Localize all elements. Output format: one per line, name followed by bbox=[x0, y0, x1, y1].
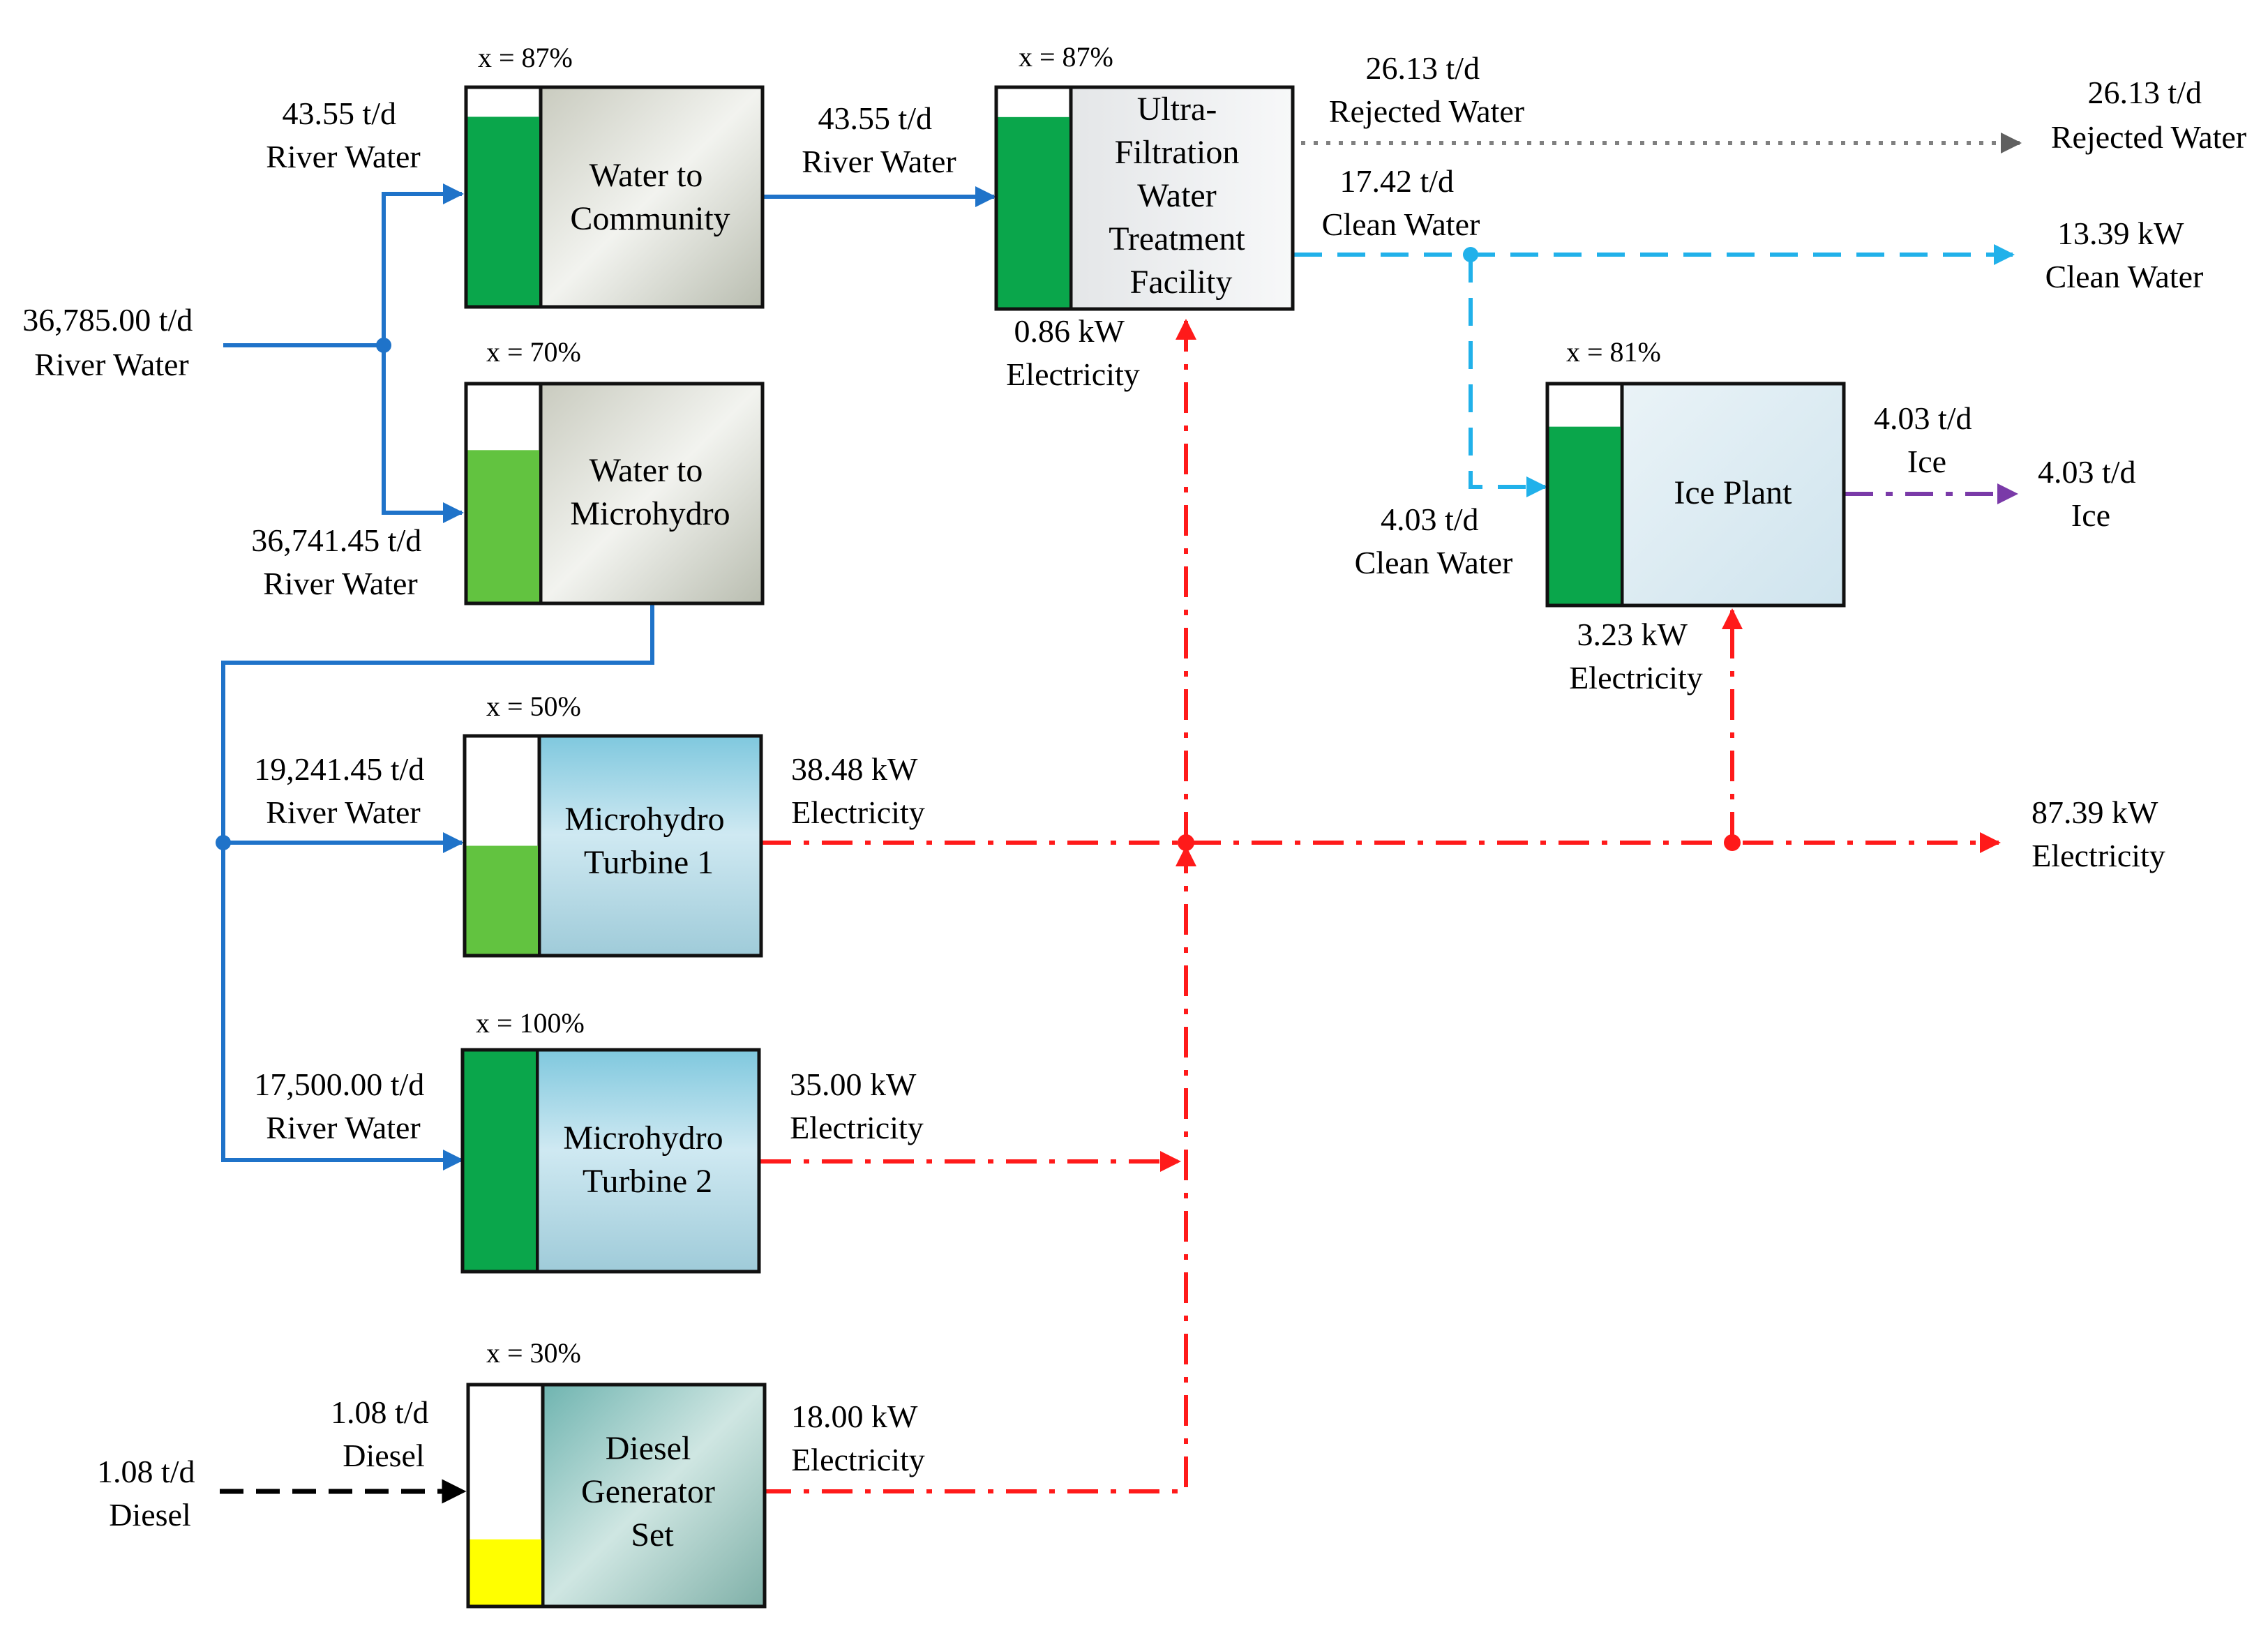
ice-clean-in-label: 4.03 t/d Clean Water bbox=[1355, 502, 1513, 580]
river-photo-icon bbox=[541, 87, 763, 307]
river-water-input-label: 36,785.00 t/d River Water bbox=[22, 302, 201, 382]
treated-water-flows bbox=[1294, 133, 2022, 504]
ice-output-label: 4.03 t/d Ice bbox=[2038, 454, 2144, 533]
electricity-output-label: 87.39 kW Electricity bbox=[2032, 795, 2165, 873]
unit-frame bbox=[994, 85, 1295, 311]
efficiency-label: x = 81% bbox=[1566, 336, 1661, 368]
generator-electricity-line bbox=[760, 845, 1196, 1493]
unit-name: Microhydro Turbine 1 bbox=[564, 801, 733, 881]
electricity-flows bbox=[760, 319, 2001, 1493]
turbine-1-in-label: 19,241.45 t/d River Water bbox=[254, 751, 433, 830]
unit-frame bbox=[464, 85, 765, 309]
ice-out-label: 4.03 t/d Ice bbox=[1874, 400, 1980, 479]
flow-labels: 36,785.00 t/d River Water 43.55 t/d Rive… bbox=[22, 50, 2246, 1533]
unit-name: Ultra- Filtration Water Treatment Facili… bbox=[1109, 91, 1254, 301]
community-in-label: 43.55 t/d River Water bbox=[266, 96, 421, 174]
unit-name: Diesel Generator Set bbox=[581, 1430, 723, 1553]
river-water-flows bbox=[216, 183, 996, 1170]
efficiency-label: x = 87% bbox=[478, 42, 573, 73]
rejected-water-output-label: 26.13 t/d Rejected Water bbox=[2051, 75, 2246, 155]
unit-name: Water to Community bbox=[570, 157, 730, 237]
microhydro-out-line bbox=[221, 603, 654, 1170]
unit-frame bbox=[464, 382, 765, 605]
uf-rejected-label: 26.13 t/d Rejected Water bbox=[1329, 50, 1524, 129]
efficiency-fill bbox=[470, 1539, 541, 1605]
microhydro-in-label: 36,741.45 t/d River Water bbox=[251, 522, 430, 601]
unit-frame bbox=[466, 1383, 767, 1609]
generator-in-label: 1.08 t/d Diesel bbox=[331, 1394, 437, 1473]
filtration-plant-photo-icon bbox=[1071, 87, 1293, 309]
community-to-uf-label: 43.55 t/d River Water bbox=[802, 100, 956, 179]
clean-water-output-label: 13.39 kW Clean Water bbox=[2045, 216, 2204, 294]
efficiency-label: x = 87% bbox=[1019, 41, 1113, 73]
efficiency-fill bbox=[467, 116, 539, 306]
uf-clean-label: 17.42 t/d Clean Water bbox=[1322, 163, 1480, 242]
unit-name: Water to Microhydro bbox=[570, 452, 730, 532]
efficiency-label: x = 30% bbox=[486, 1337, 581, 1369]
unit-microhydro-turbine-2: x = 100% Microhydro Turbine 2 bbox=[460, 1007, 761, 1274]
river-split-node bbox=[376, 338, 391, 353]
ice-electricity-label: 3.23 kW Electricity bbox=[1569, 617, 1703, 695]
unit-ice-plant: x = 81% Ice Plant bbox=[1545, 336, 1846, 608]
unit-name: Ice Plant bbox=[1674, 474, 1792, 511]
ice-clean-water-line bbox=[1469, 255, 1547, 497]
unit-water-to-microhydro: x = 70% Water to Microhydro bbox=[464, 336, 765, 605]
efficiency-fill bbox=[467, 450, 539, 602]
diesel-input-label: 1.08 t/d Diesel bbox=[97, 1454, 203, 1533]
community-feed-line bbox=[382, 183, 464, 345]
generator-out-label: 18.00 kW Electricity bbox=[791, 1399, 925, 1477]
efficiency-fill bbox=[464, 1051, 536, 1270]
unit-ultrafiltration-facility: x = 87% Ultra- Filtration Water Treatmen… bbox=[994, 41, 1295, 311]
ice-electricity-node bbox=[1724, 834, 1741, 851]
efficiency-fill bbox=[998, 116, 1069, 308]
river-photo-icon bbox=[541, 384, 763, 603]
unit-frame bbox=[460, 1048, 761, 1274]
unit-water-to-community: x = 87% Water to Community bbox=[464, 42, 765, 309]
efficiency-fill bbox=[1549, 426, 1621, 604]
uf-electricity-label: 0.86 kW Electricity bbox=[1006, 313, 1140, 392]
turbine-1-out-label: 38.48 kW Electricity bbox=[791, 751, 925, 830]
ice-machine-photo-icon bbox=[1622, 384, 1844, 605]
microhydro-feed-line bbox=[382, 345, 464, 523]
unit-frame bbox=[1545, 382, 1846, 608]
efficiency-label: x = 100% bbox=[476, 1007, 585, 1039]
generator-photo-icon bbox=[543, 1385, 765, 1606]
efficiency-label: x = 70% bbox=[486, 336, 581, 368]
turbine-photo-icon bbox=[537, 1050, 759, 1272]
turbine-photo-icon bbox=[539, 736, 761, 956]
turbine-split-node bbox=[216, 835, 231, 850]
unit-frame bbox=[463, 734, 763, 958]
turbine-2-in-label: 17,500.00 t/d River Water bbox=[254, 1067, 433, 1145]
unit-diesel-generator-set: x = 30% Diesel Generator Set bbox=[466, 1337, 767, 1609]
efficiency-label: x = 50% bbox=[486, 691, 581, 722]
electricity-bus-node bbox=[1178, 834, 1194, 851]
unit-name: Microhydro Turbine 2 bbox=[563, 1120, 731, 1200]
efficiency-fill bbox=[466, 845, 538, 954]
unit-microhydro-turbine-1: x = 50% Microhydro Turbine 1 bbox=[463, 691, 763, 958]
clean-water-split-node bbox=[1463, 247, 1478, 262]
turbine-2-out-label: 35.00 kW Electricity bbox=[790, 1067, 924, 1145]
